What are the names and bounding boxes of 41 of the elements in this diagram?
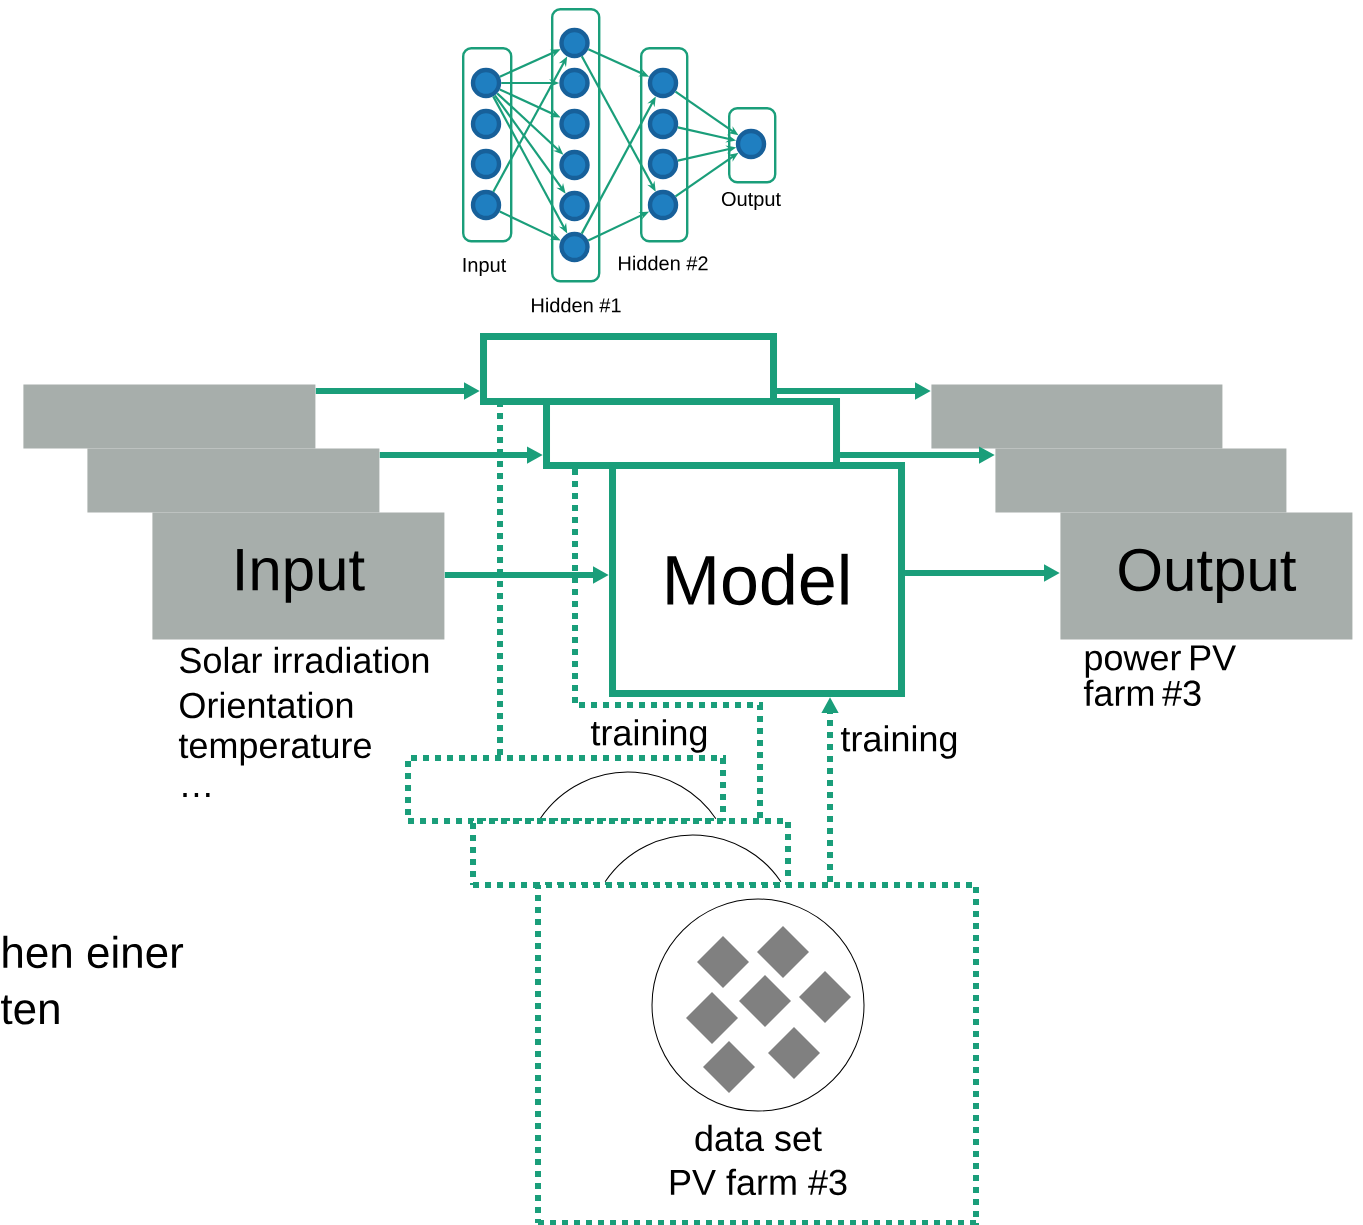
list-item: Orientation xyxy=(180,691,353,719)
neuron-circle xyxy=(470,189,502,221)
neuron-circle xyxy=(647,108,679,140)
neuron-circle xyxy=(647,67,679,99)
neuron-circle xyxy=(559,108,590,140)
layer-label: Hidden #1 xyxy=(532,297,621,313)
layer-label: Output xyxy=(721,191,781,211)
neuron-circle xyxy=(559,27,590,59)
model-box xyxy=(480,333,777,405)
neuron-circle xyxy=(735,128,767,160)
text-fragment: hen einer xyxy=(3,935,184,969)
data-set-label: data set xyxy=(695,1124,822,1152)
neuron-circle xyxy=(470,148,502,180)
neuron-circle xyxy=(470,108,502,140)
input-box xyxy=(87,448,380,513)
edge-label: training xyxy=(588,717,711,755)
edge-label: training xyxy=(838,723,961,761)
output-box xyxy=(931,384,1223,449)
input-box xyxy=(23,384,316,449)
list-item: temperature xyxy=(178,734,371,766)
layer-label: Input xyxy=(463,258,507,276)
neuron-circle xyxy=(559,149,590,181)
dotted-connector xyxy=(572,469,763,818)
node-label: Input xyxy=(237,549,365,603)
output-box xyxy=(995,448,1287,513)
list-item: … xyxy=(183,793,210,797)
neuron-circle xyxy=(559,67,590,99)
output-box: Output xyxy=(1060,512,1353,640)
neuron-circle xyxy=(559,190,590,222)
neuron-circle xyxy=(470,67,502,99)
node-label: Output xyxy=(1119,548,1297,604)
neuron-circle xyxy=(647,148,679,180)
model-box xyxy=(543,398,840,469)
list-item: Solar irradiation xyxy=(180,646,429,674)
text-fragment: ten xyxy=(1,995,59,1025)
data-set-label: PV farm #3 xyxy=(670,1168,847,1196)
output-description: power PV farm #3 xyxy=(1083,645,1236,707)
layer-label: Hidden #2 xyxy=(619,255,708,271)
input-box: Input xyxy=(152,512,445,640)
neuron-circle xyxy=(647,189,679,221)
neuron-circle xyxy=(559,231,590,263)
